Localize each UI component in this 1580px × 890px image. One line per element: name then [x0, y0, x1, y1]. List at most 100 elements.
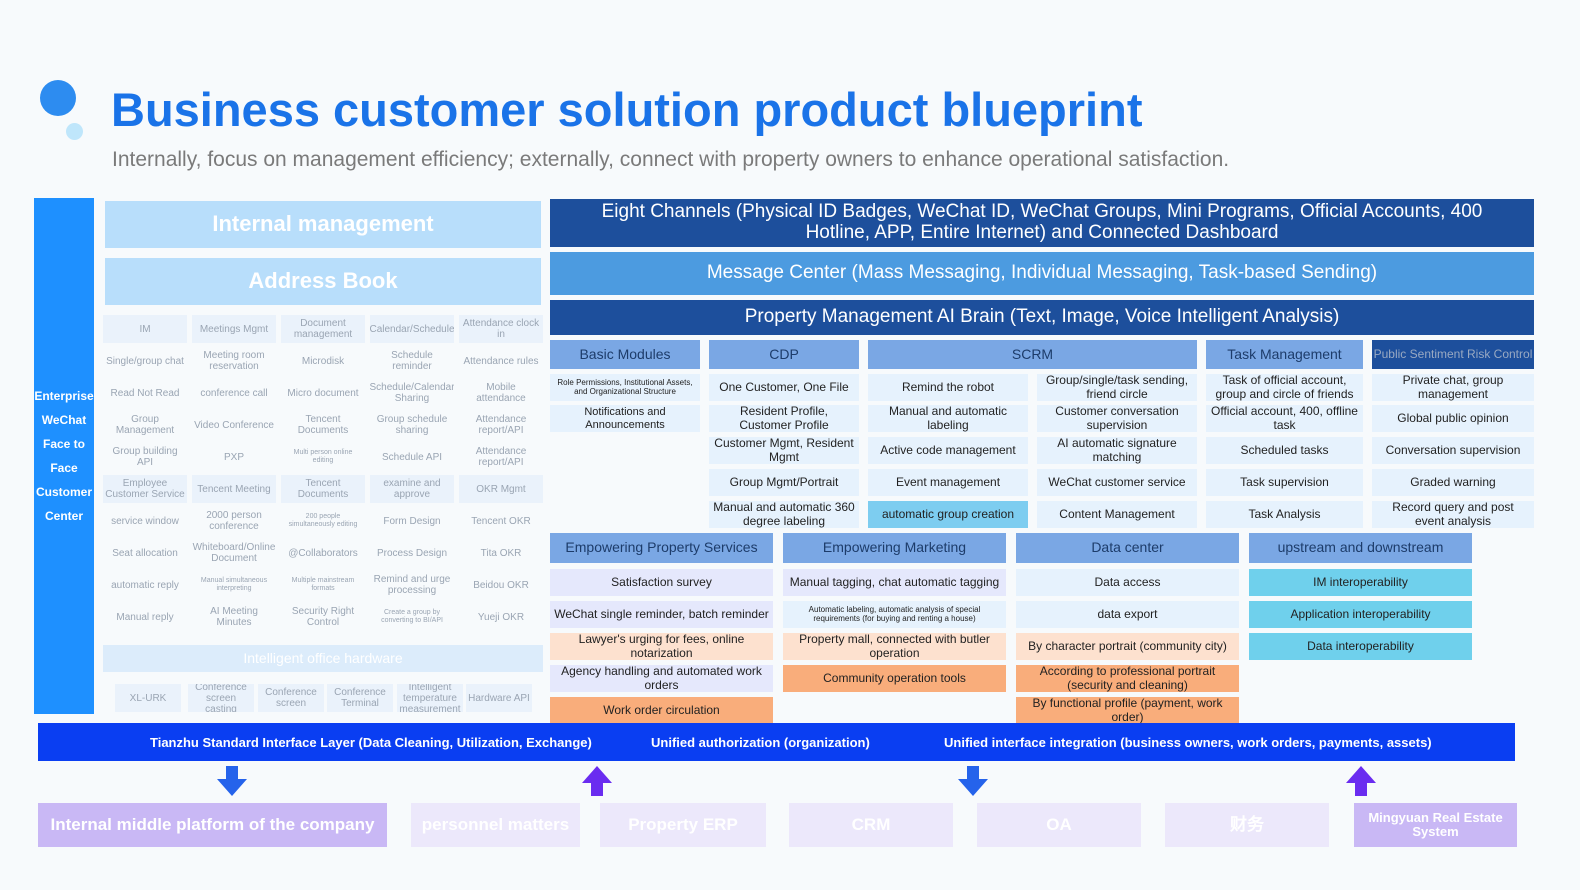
hardware-header[interactable]: Intelligent office hardware	[103, 645, 543, 672]
module-item[interactable]: Group Mgmt/Portrait	[709, 469, 859, 496]
internal-grid-item[interactable]: Group schedule sharing	[376, 414, 448, 436]
internal-grid-item[interactable]: Employee Customer Service	[103, 475, 187, 503]
module-item[interactable]: Scheduled tasks	[1206, 437, 1363, 464]
bottom-system-finance[interactable]: 财务	[1165, 803, 1329, 847]
internal-grid-item[interactable]: conference call	[200, 387, 268, 399]
internal-grid-item[interactable]: Tencent Meeting	[192, 475, 276, 503]
module-item[interactable]: Task Analysis	[1206, 501, 1363, 528]
internal-grid-item[interactable]: Attendance clock in	[459, 315, 543, 343]
section-item[interactable]: Data access	[1016, 569, 1239, 596]
section-item[interactable]: WeChat single reminder, batch reminder	[550, 601, 773, 628]
internal-grid-item[interactable]: Microdisk	[301, 355, 345, 367]
risk-control-header[interactable]: Public Sentiment Risk Control	[1372, 340, 1534, 369]
internal-grid-item[interactable]: Single/group chat	[106, 355, 184, 367]
internal-grid-item[interactable]: automatic reply	[111, 579, 179, 591]
eight-channels-band[interactable]: Eight Channels (Physical ID Badges, WeCh…	[550, 199, 1534, 247]
property-services-header[interactable]: Empowering Property Services	[550, 533, 773, 563]
internal-grid-item[interactable]: service window	[111, 515, 179, 527]
module-item[interactable]: Remind the robot	[868, 374, 1028, 401]
internal-grid-item[interactable]: Form Design	[383, 515, 441, 527]
section-item[interactable]: Community operation tools	[783, 665, 1006, 692]
internal-grid-item[interactable]: Tencent Documents	[281, 475, 365, 503]
section-item[interactable]: data export	[1016, 601, 1239, 628]
module-item[interactable]: One Customer, One File	[709, 374, 859, 401]
bottom-system-oa[interactable]: OA	[977, 803, 1141, 847]
internal-grid-item[interactable]: Beidou OKR	[473, 579, 529, 591]
scrm-header[interactable]: SCRM	[868, 340, 1197, 369]
module-item[interactable]: Task of official account, group and circ…	[1206, 374, 1363, 401]
module-item[interactable]: WeChat customer service	[1037, 469, 1197, 496]
internal-grid-item[interactable]: Attendance rules	[463, 355, 539, 367]
internal-grid-item[interactable]: Group Management	[115, 414, 175, 436]
data-center-header[interactable]: Data center	[1016, 533, 1239, 563]
internal-grid-item[interactable]: examine and approve	[370, 475, 454, 503]
section-item[interactable]: Manual tagging, chat automatic tagging	[783, 569, 1006, 596]
hardware-item[interactable]: XL-URK	[115, 684, 181, 712]
bottom-system-property-erp[interactable]: Property ERP	[600, 803, 766, 847]
module-item[interactable]: Task supervision	[1206, 469, 1363, 496]
section-item[interactable]: Data interoperability	[1249, 633, 1472, 660]
interface-layer-bar[interactable]: Tianzhu Standard Interface Layer (Data C…	[38, 723, 1515, 761]
internal-management-header[interactable]: Internal management	[105, 201, 541, 248]
internal-grid-item[interactable]: IM	[103, 315, 187, 343]
internal-grid-item[interactable]: Attendance report/API	[475, 414, 527, 436]
address-book-header[interactable]: Address Book	[105, 258, 541, 305]
section-item[interactable]: Lawyer's urging for fees, online notariz…	[550, 633, 773, 660]
module-item[interactable]: Conversation supervision	[1372, 437, 1534, 464]
message-center-band[interactable]: Message Center (Mass Messaging, Individu…	[550, 252, 1534, 295]
internal-grid-item[interactable]: Multi person online editing	[293, 449, 353, 464]
bottom-system-mingyuan[interactable]: Mingyuan Real Estate System	[1354, 803, 1517, 847]
module-item[interactable]: Role Permissions, Institutional Assets, …	[550, 374, 700, 401]
internal-grid-item[interactable]: Document management	[281, 315, 365, 343]
internal-grid-item[interactable]: Meeting room reservation	[203, 350, 265, 372]
internal-grid-item[interactable]: Mobile attendance	[476, 382, 526, 404]
section-item[interactable]: Automatic labeling, automatic analysis o…	[783, 601, 1006, 628]
module-item[interactable]: Manual and automatic labeling	[868, 405, 1028, 432]
module-item[interactable]: Graded warning	[1372, 469, 1534, 496]
section-item[interactable]: By character portrait (community city)	[1016, 633, 1239, 660]
section-item[interactable]: Application interoperability	[1249, 601, 1472, 628]
cdp-header[interactable]: CDP	[709, 340, 859, 369]
internal-grid-item[interactable]: Tencent OKR	[471, 515, 531, 527]
internal-grid-item[interactable]: Meetings Mgmt	[192, 315, 276, 343]
internal-grid-item[interactable]: Tencent Documents	[297, 414, 349, 436]
internal-grid-item[interactable]: Schedule API	[381, 451, 443, 463]
basic-modules-header[interactable]: Basic Modules	[550, 340, 700, 369]
section-item[interactable]: Satisfaction survey	[550, 569, 773, 596]
wechat-customer-center-bar[interactable]: Enterprise WeChat Face to Face Customer …	[34, 198, 94, 714]
internal-grid-item[interactable]: Process Design	[376, 547, 448, 559]
internal-grid-item[interactable]: Schedule reminder	[391, 350, 433, 372]
internal-grid-item[interactable]: Attendance report/API	[475, 446, 527, 468]
internal-grid-item[interactable]: Tita OKR	[480, 547, 522, 559]
section-item[interactable]: According to professional portrait (secu…	[1016, 665, 1239, 692]
hardware-item[interactable]: Conference screen casting	[188, 684, 254, 712]
hardware-item[interactable]: Conference Terminal	[327, 684, 393, 712]
module-item[interactable]: Active code management	[868, 437, 1028, 464]
internal-grid-item[interactable]: Whiteboard/Online Document	[192, 542, 276, 564]
module-item[interactable]: Content Management	[1037, 501, 1197, 528]
module-item[interactable]: Resident Profile, Customer Profile	[709, 405, 859, 432]
bottom-system-crm[interactable]: CRM	[789, 803, 953, 847]
internal-grid-item[interactable]: PXP	[223, 451, 244, 463]
module-item[interactable]: Customer Mgmt, Resident Mgmt	[709, 437, 859, 464]
internal-grid-item[interactable]: Multiple mainstream formats	[291, 577, 355, 592]
hardware-item[interactable]: Intelligent temperature measurement	[397, 684, 463, 712]
internal-grid-item[interactable]: @Collaborators	[288, 547, 358, 559]
module-item[interactable]: Notifications and Announcements	[550, 405, 700, 432]
hardware-item[interactable]: Conference screen	[258, 684, 324, 712]
internal-grid-item[interactable]: Calendar/Schedule	[370, 315, 454, 343]
section-item[interactable]: Property mall, connected with butler ope…	[783, 633, 1006, 660]
internal-grid-item[interactable]: Security Right Control	[291, 606, 355, 628]
internal-grid-item[interactable]: Schedule/Calendar Sharing	[370, 382, 454, 404]
internal-grid-item[interactable]: Create a group by converting to BI/API	[381, 609, 443, 624]
internal-grid-item[interactable]: Group building API	[112, 446, 178, 468]
section-item[interactable]: IM interoperability	[1249, 569, 1472, 596]
internal-grid-item[interactable]: Remind and urge processing	[373, 574, 451, 596]
section-item[interactable]: Work order circulation	[550, 697, 773, 724]
bottom-system-personnel[interactable]: personnel matters	[411, 803, 580, 847]
internal-grid-item[interactable]: AI Meeting Minutes	[210, 606, 258, 628]
internal-grid-item[interactable]: OKR Mgmt	[459, 475, 543, 503]
module-item[interactable]: Private chat, group management	[1372, 374, 1534, 401]
section-item[interactable]: By functional profile (payment, work ord…	[1016, 697, 1239, 724]
ai-brain-band[interactable]: Property Management AI Brain (Text, Imag…	[550, 300, 1534, 335]
